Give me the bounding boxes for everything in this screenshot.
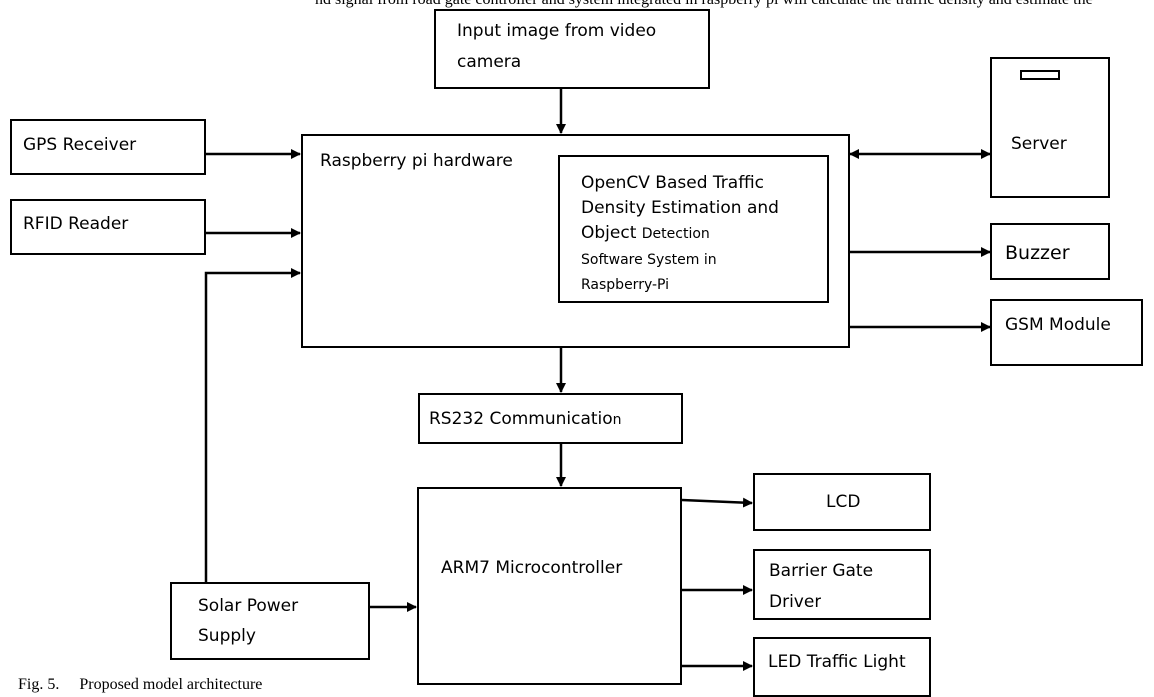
gps-receiver-label: GPS Receiver	[23, 135, 137, 155]
opencv-label-line1: OpenCV Based Traffic	[581, 173, 764, 193]
rfid-reader-block: RFID Reader	[10, 199, 206, 255]
barrier-gate-label-line1: Barrier Gate	[769, 561, 874, 581]
opencv-label-line3b: Detection	[641, 226, 710, 242]
camera-input-label-line2: camera	[457, 52, 522, 72]
opencv-label-line4: Software System in	[581, 252, 717, 268]
raspberry-pi-label: Raspberry pi hardware	[320, 151, 513, 171]
buzzer-block: Buzzer	[990, 223, 1110, 280]
buzzer-label: Buzzer	[1005, 242, 1070, 264]
figure-caption: Fig. 5. Proposed model architecture	[18, 676, 262, 694]
barrier-gate-label-line2: Driver	[769, 592, 822, 610]
led-traffic-light-label: LED Traffic Light	[768, 652, 906, 672]
camera-input-label-line1: Input image from video	[457, 21, 657, 41]
header-cut-text: nd signal from road gate controller and …	[315, 0, 1093, 11]
server-label: Server	[1011, 134, 1067, 154]
camera-input-block: Input image from video camera	[434, 9, 710, 89]
opencv-label-line3: Object Detection	[581, 222, 710, 246]
lcd-block: LCD	[753, 473, 931, 531]
opencv-label-line5: Raspberry-Pi	[581, 277, 670, 292]
gsm-module-block: GSM Module	[990, 299, 1143, 366]
rs232-label: RS232 Communication	[429, 408, 622, 432]
rs232-label-main: RS232 Communicatio	[429, 409, 613, 429]
gsm-module-label: GSM Module	[1005, 315, 1111, 335]
barrier-gate-block: Barrier Gate Driver	[753, 549, 931, 620]
opencv-software-block: OpenCV Based Traffic Density Estimation …	[558, 155, 829, 303]
raspberry-pi-block: Raspberry pi hardware OpenCV Based Traff…	[301, 134, 850, 348]
solar-power-label-line1: Solar Power	[198, 596, 299, 616]
server-slot-icon	[1020, 70, 1060, 80]
solar-power-label-line2: Supply	[198, 626, 256, 646]
rs232-block: RS232 Communication	[418, 393, 683, 444]
rs232-label-tail: n	[612, 412, 622, 428]
arm7-label: ARM7 Microcontroller	[441, 558, 623, 578]
figure-caption-text: Proposed model architecture	[79, 676, 263, 693]
gps-receiver-block: GPS Receiver	[10, 119, 206, 175]
arm7-block: ARM7 Microcontroller	[417, 487, 682, 685]
solar-power-block: Solar Power Supply	[170, 582, 370, 660]
arrow-arm7-to-lcd	[681, 497, 753, 508]
opencv-label-line3a: Object	[581, 223, 637, 243]
arrow-solar-to-raspberry	[204, 268, 301, 582]
figure-number: Fig. 5.	[18, 676, 60, 693]
opencv-label-line2: Density Estimation and	[581, 198, 779, 218]
rfid-reader-label: RFID Reader	[23, 214, 129, 234]
server-block: Server	[990, 57, 1110, 198]
lcd-label: LCD	[826, 492, 861, 512]
led-traffic-light-block: LED Traffic Light	[753, 637, 931, 697]
